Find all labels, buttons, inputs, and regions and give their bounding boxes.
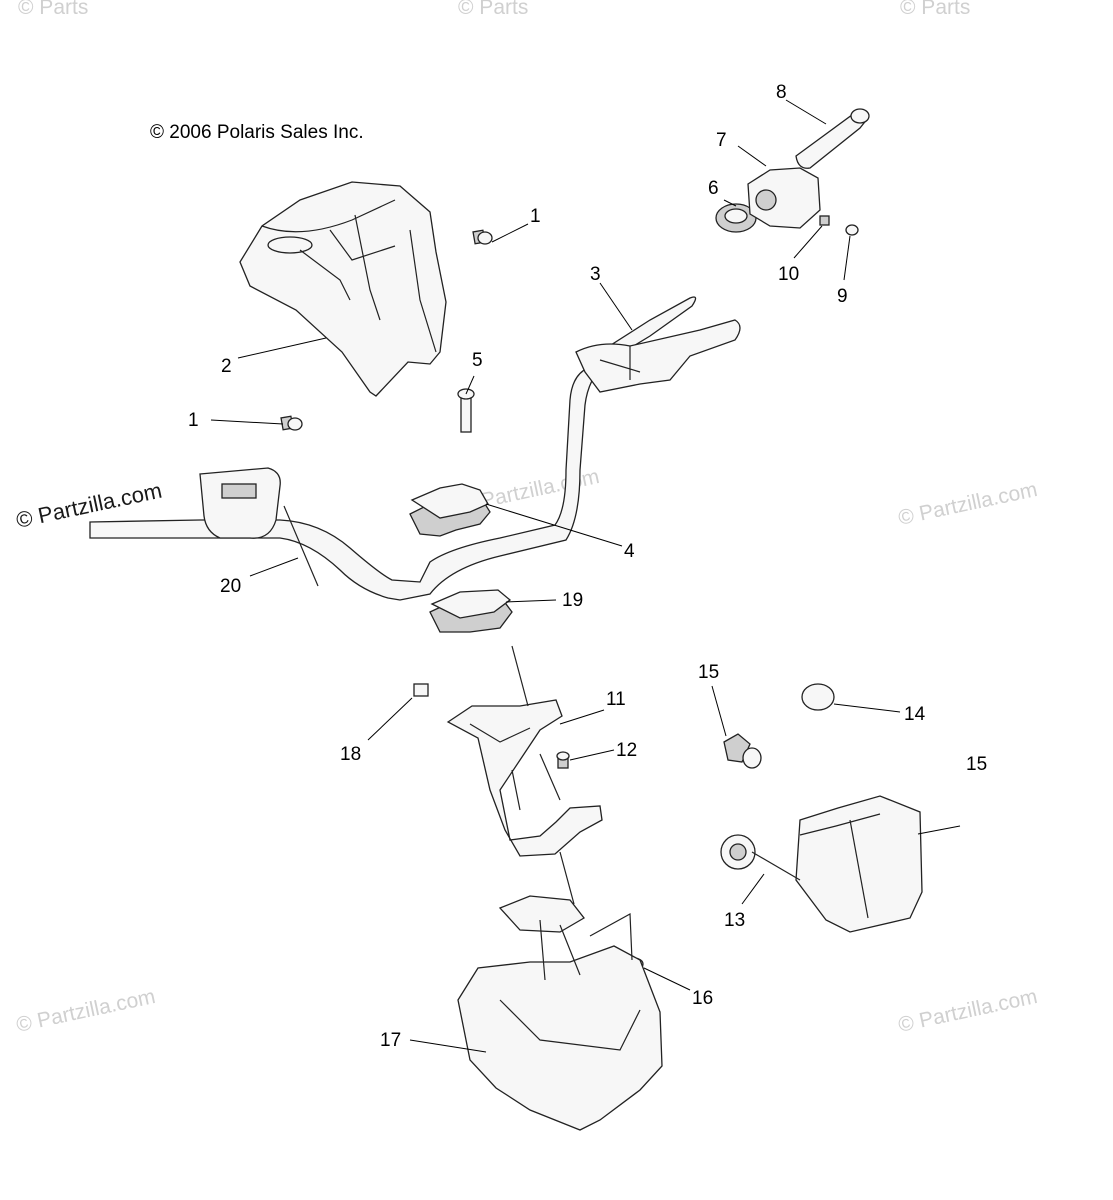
callout-19: 19 [562, 590, 583, 611]
callout-1-left: 1 [188, 410, 199, 431]
part-8-grip [795, 108, 870, 169]
callout-8: 8 [776, 82, 787, 103]
callout-1-top: 1 [530, 206, 541, 227]
callout-6: 6 [708, 178, 719, 199]
part-7-throttle-housing [747, 167, 821, 229]
callout-18: 18 [340, 744, 361, 765]
watermark-bottom-right: © Partzilla.com [896, 985, 1039, 1037]
steering-line-lower [559, 851, 633, 961]
part-10-screw [819, 215, 830, 226]
callout-4: 4 [624, 541, 635, 562]
callout-15-headlight: 15 [966, 754, 987, 775]
callout-13: 13 [724, 910, 745, 931]
part-18-clip [413, 683, 429, 697]
part-4-upper-clamp [409, 483, 491, 537]
callout-14: 14 [904, 704, 926, 725]
part-5-bolt [457, 388, 475, 433]
part-17-lower-housing [457, 895, 663, 1131]
callout-12: 12 [616, 740, 637, 761]
part-14-lens [801, 683, 835, 711]
part-15-bulb [723, 733, 762, 769]
part-11-bracket [446, 699, 603, 857]
watermark-top-left: © Parts [18, 0, 88, 19]
callout-5: 5 [472, 350, 483, 371]
callout-9: 9 [837, 286, 848, 307]
copyright-text: © 2006 Polaris Sales Inc. [150, 122, 364, 143]
part-20-switch-housing [199, 467, 319, 587]
steering-line [511, 645, 529, 707]
part-12-fastener [556, 751, 570, 769]
part-9-cap [845, 224, 859, 236]
part-1-screw-left [280, 415, 303, 431]
part-2-pod-cover [239, 181, 447, 397]
watermark-right: © Partzilla.com [896, 478, 1039, 530]
watermark-top-right: © Parts [900, 0, 970, 19]
part-15-headlight [795, 795, 923, 933]
part-19-lower-clamp [429, 589, 513, 633]
callout-7: 7 [716, 130, 727, 151]
callout-17: 17 [380, 1030, 401, 1051]
callout-20: 20 [220, 576, 241, 597]
watermark-top-center: © Parts [458, 0, 528, 19]
part-6-grommet [715, 203, 757, 233]
part-1-screw-top [472, 229, 493, 245]
callout-10: 10 [778, 264, 799, 285]
callout-11: 11 [606, 689, 626, 710]
callout-2: 2 [221, 356, 232, 377]
callout-3: 3 [590, 264, 601, 285]
watermark-bottom-left: © Partzilla.com [14, 985, 157, 1037]
part-13-socket [720, 834, 801, 881]
callout-15-bulb: 15 [698, 662, 719, 683]
leader-lines [210, 99, 961, 1053]
callout-16: 16 [692, 988, 713, 1009]
